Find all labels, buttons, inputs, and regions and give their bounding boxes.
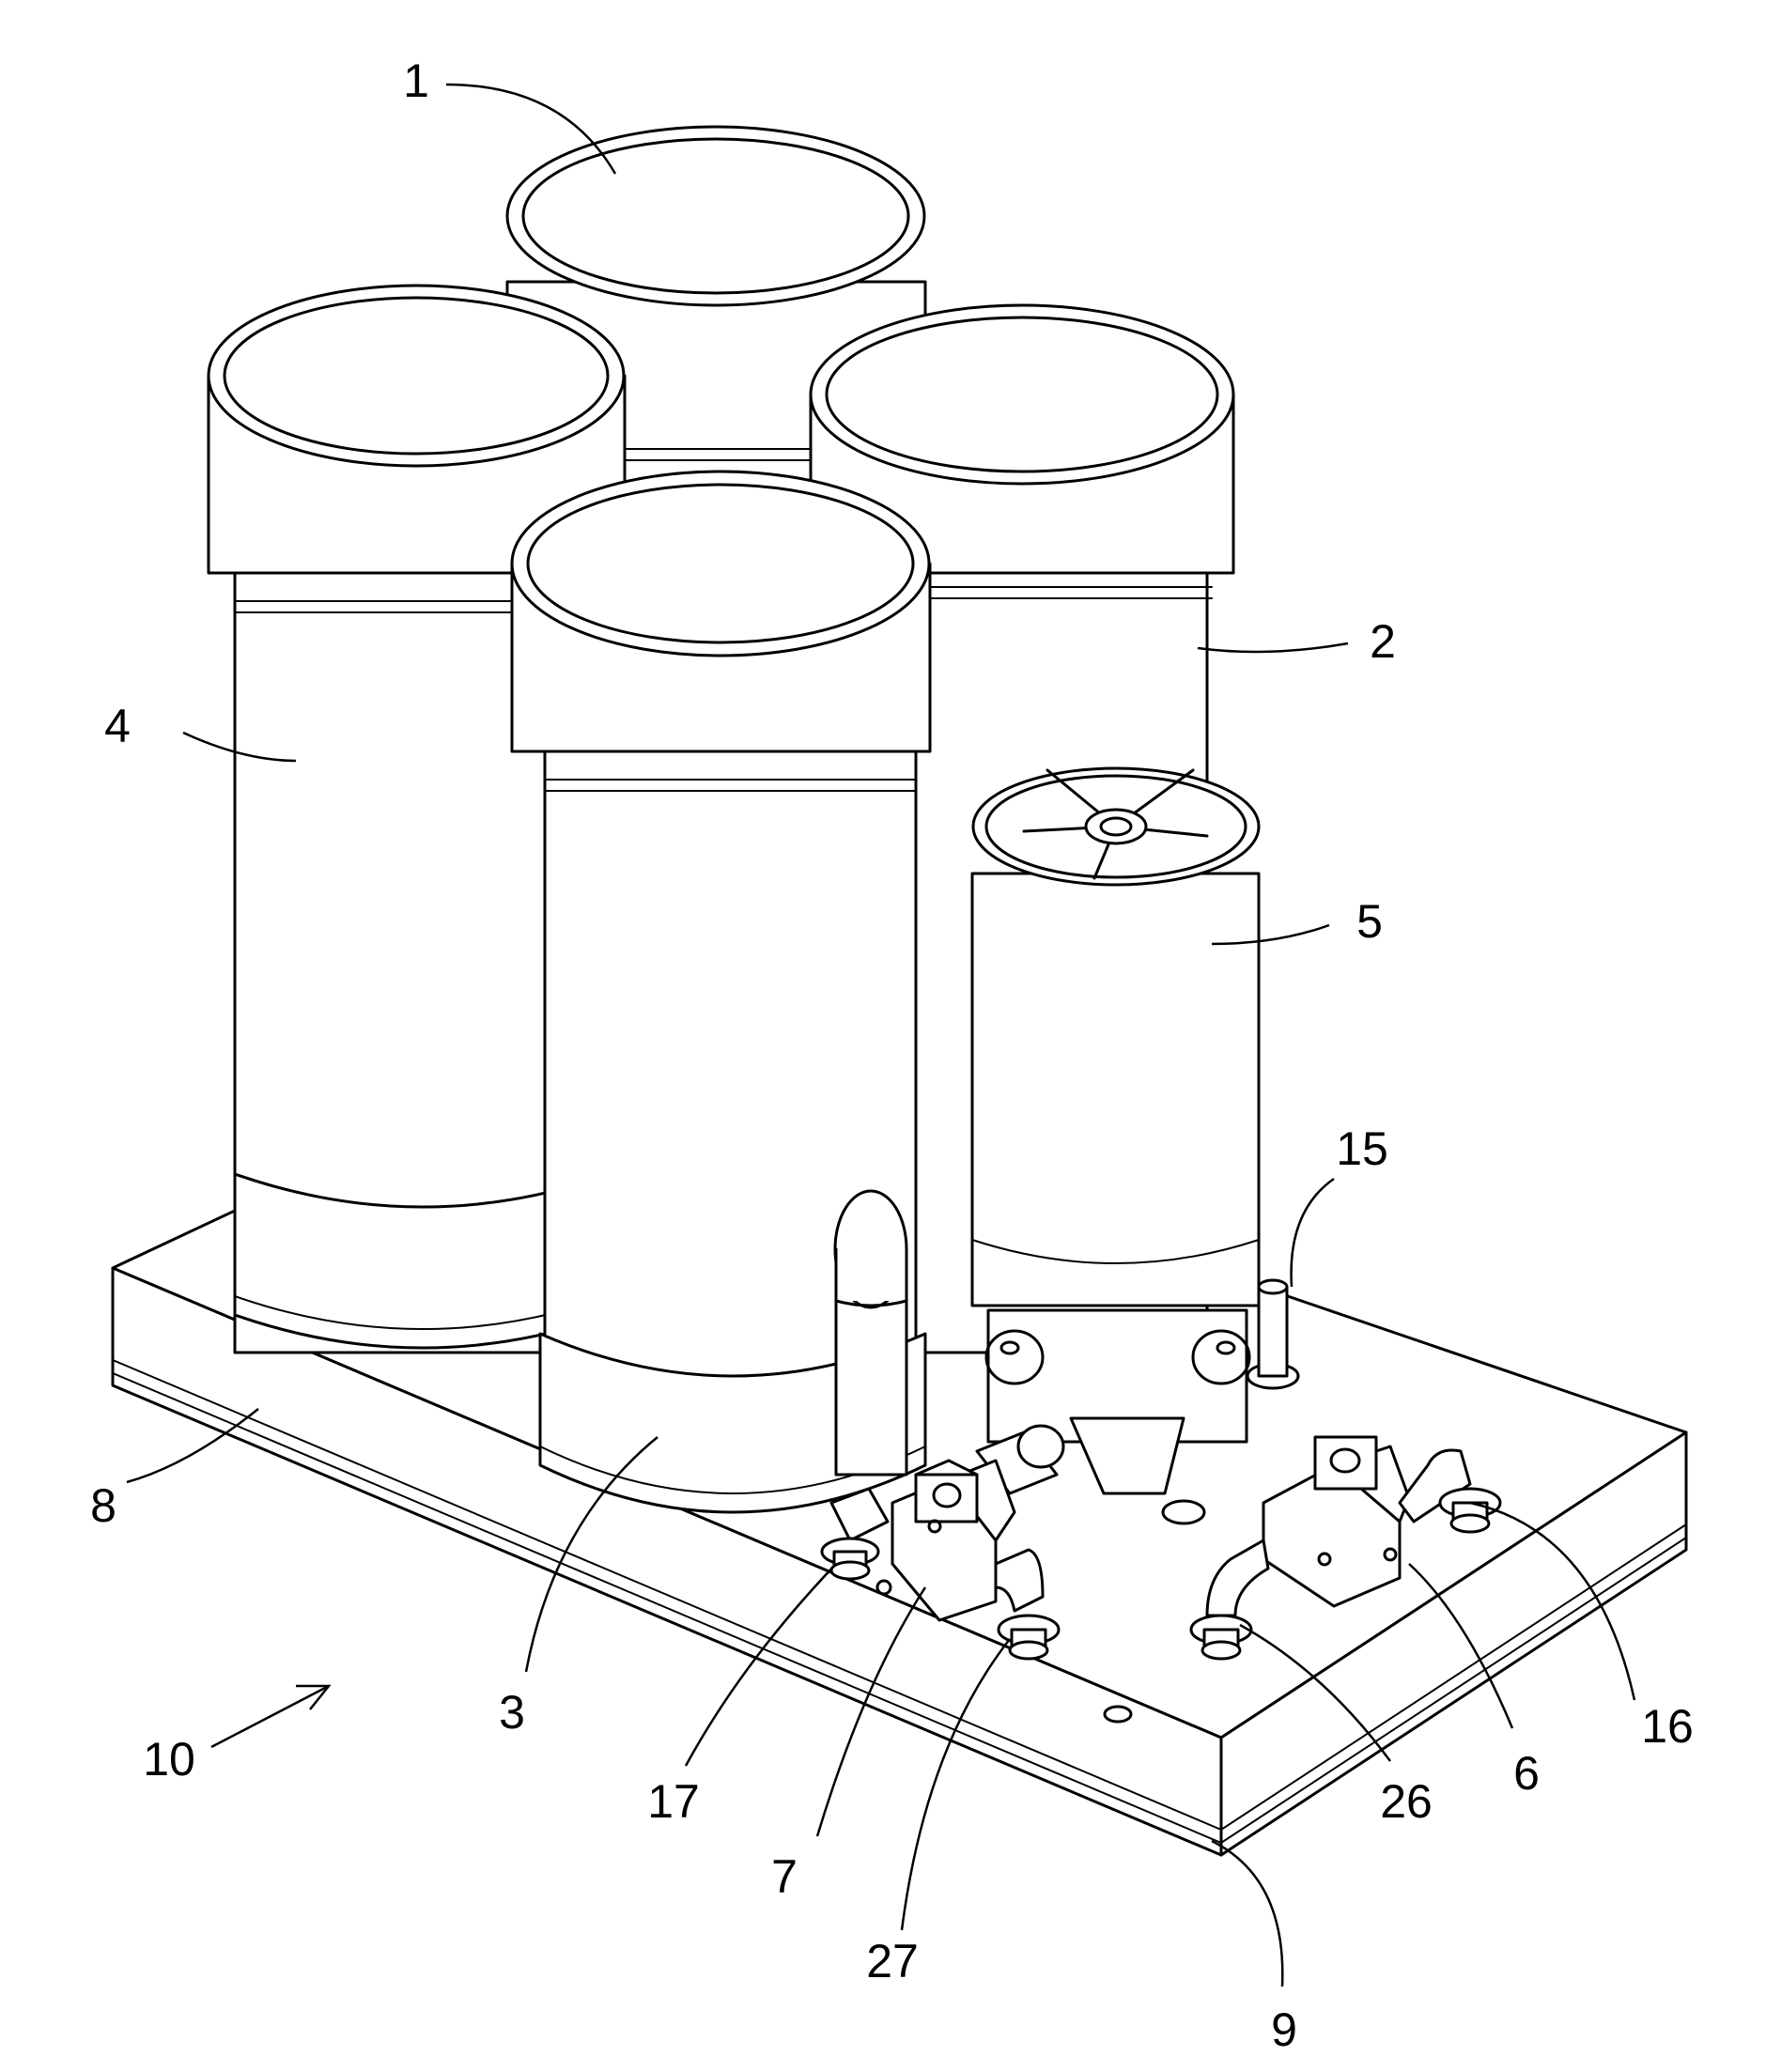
fitting-15: [1246, 1278, 1300, 1390]
label-2: 2: [1370, 615, 1396, 668]
label-9: 9: [1271, 2003, 1297, 2056]
filter-housing-5: [970, 766, 1261, 1495]
label-26: 26: [1380, 1775, 1433, 1828]
filter-housing-3: [510, 470, 932, 1514]
label-7: 7: [771, 1850, 798, 1903]
label-15: 15: [1336, 1122, 1388, 1175]
label-4: 4: [104, 700, 131, 752]
label-10: 10: [143, 1733, 195, 1786]
leader-lines: [126, 83, 1636, 1987]
label-6: 6: [1513, 1747, 1540, 1800]
label-16: 16: [1641, 1700, 1694, 1753]
valve-6-assembly: [1189, 1435, 1502, 1661]
label-5: 5: [1356, 895, 1383, 948]
label-3: 3: [499, 1686, 525, 1739]
label-8: 8: [90, 1479, 116, 1532]
valve-7-assembly: [820, 1189, 1065, 1661]
reference-labels: 1 2 3 4 5 6 7 8 9 10 15 16 17 26 27: [90, 54, 1694, 2056]
label-17: 17: [647, 1775, 700, 1828]
label-1: 1: [403, 54, 429, 107]
label-27: 27: [866, 1935, 919, 1987]
